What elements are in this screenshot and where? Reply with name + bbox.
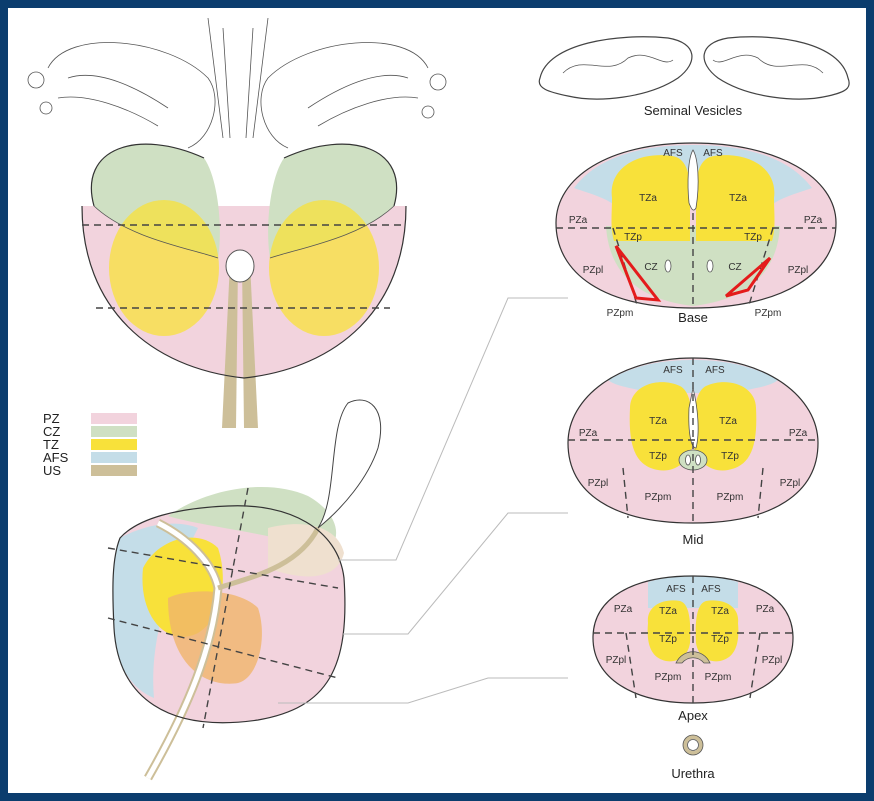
right-vessel-circle-2: [422, 106, 434, 118]
mid-duct-left: [686, 455, 691, 465]
left-seminal-vesicle-outline: [48, 43, 215, 148]
apex-label-tza-left: TZa: [659, 606, 677, 617]
leader-line-mid: [343, 513, 568, 634]
mid-label-pza-right: PZa: [789, 428, 808, 439]
urethra-ring-inner: [688, 740, 699, 751]
base-label-afs-right: AFS: [703, 148, 723, 159]
base-label-tza-right: TZa: [729, 193, 747, 204]
base-label-tzp-left: TZp: [624, 232, 642, 243]
base-label-pzpm-left: PZpm: [607, 308, 634, 319]
base-midline-cleft: [688, 150, 698, 210]
coronal-verumontanum: [226, 250, 254, 282]
apex-label-tzp-left: TZp: [659, 634, 677, 645]
mid-duct-right: [696, 455, 701, 465]
coronal-view: [28, 18, 446, 428]
apex-section: AFS AFS TZa TZa PZa PZa TZp TZp PZpl PZp…: [593, 576, 793, 723]
mid-label-tzp-right: TZp: [721, 451, 739, 462]
base-ejaculatory-duct-left: [665, 260, 671, 272]
base-label-tza-left: TZa: [639, 193, 657, 204]
right-seminal-vesicle-outline: [261, 43, 428, 148]
apex-label-pzpl-left: PZpl: [606, 655, 627, 666]
right-vessel-circle: [430, 74, 446, 90]
base-label-cz-left: CZ: [644, 262, 657, 273]
apex-label-pza-left: PZa: [614, 604, 633, 615]
base-label-afs-left: AFS: [663, 148, 683, 159]
legend-swatch-us: [91, 465, 137, 476]
mid-label-pzpm-left: PZpm: [645, 492, 672, 503]
apex-label-pza-right: PZa: [756, 604, 775, 615]
base-label-pzpl-left: PZpl: [583, 265, 604, 276]
left-vessel-circle-2: [40, 102, 52, 114]
base-label-pza-left: PZa: [569, 215, 588, 226]
base-label-pza-right: PZa: [804, 215, 823, 226]
mid-label-afs-right: AFS: [705, 365, 725, 376]
apex-label-pzpl-right: PZpl: [762, 655, 783, 666]
mid-label-pzpm-right: PZpm: [717, 492, 744, 503]
legend-swatch-afs: [91, 452, 137, 463]
urethra-caption: Urethra: [671, 766, 715, 781]
legend-swatch-pz: [91, 413, 137, 424]
base-caption: Base: [678, 310, 708, 325]
base-label-pzpm-right: PZpm: [755, 308, 782, 319]
ejaculatory-ducts-outline: [208, 18, 268, 138]
legend-label-us: US: [43, 463, 61, 478]
sagittal-seminal-vesicle: [318, 400, 381, 528]
urethra-icon-group: Urethra: [671, 735, 715, 781]
base-section: AFS AFS TZa TZa PZa PZa TZp TZp CZ CZ PZ…: [556, 143, 836, 325]
mid-label-tzp-left: TZp: [649, 451, 667, 462]
legend-swatch-tz: [91, 439, 137, 450]
right-seminal-vesicle: [704, 37, 849, 99]
mid-section: AFS AFS TZa TZa PZa PZa TZp TZp PZpl PZp…: [568, 358, 818, 547]
legend-swatch-cz: [91, 426, 137, 437]
left-vas-deferens: [58, 75, 168, 126]
base-label-tzp-right: TZp: [744, 232, 762, 243]
left-seminal-vesicle: [539, 37, 692, 99]
mid-label-tza-right: TZa: [719, 416, 737, 427]
base-label-cz-right: CZ: [728, 262, 741, 273]
apex-label-pzpm-left: PZpm: [655, 672, 682, 683]
left-vessel-circle: [28, 72, 44, 88]
mid-label-tza-left: TZa: [649, 416, 667, 427]
base-label-pzpl-right: PZpl: [788, 265, 809, 276]
mid-caption: Mid: [683, 532, 704, 547]
right-vas-deferens: [308, 75, 418, 126]
apex-caption: Apex: [678, 708, 708, 723]
mid-label-afs-left: AFS: [663, 365, 683, 376]
sagittal-view: [108, 298, 568, 778]
coronal-tz-right: [269, 200, 379, 336]
seminal-vesicles-section: Seminal Vesicles: [539, 37, 849, 118]
apex-label-tza-right: TZa: [711, 606, 729, 617]
base-ejaculatory-duct-right: [707, 260, 713, 272]
seminal-vesicles-caption: Seminal Vesicles: [644, 103, 743, 118]
apex-label-tzp-right: TZp: [711, 634, 729, 645]
mid-label-pzpl-right: PZpl: [780, 478, 801, 489]
diagram-frame: PZCZTZAFSUS Seminal Vesicles: [8, 8, 866, 793]
prostate-zone-diagram: PZCZTZAFSUS Seminal Vesicles: [8, 8, 866, 793]
apex-label-afs-left: AFS: [666, 584, 686, 595]
apex-label-pzpm-right: PZpm: [705, 672, 732, 683]
mid-label-pzpl-left: PZpl: [588, 478, 609, 489]
mid-label-pza-left: PZa: [579, 428, 598, 439]
apex-label-afs-right: AFS: [701, 584, 721, 595]
coronal-tz-left: [109, 200, 219, 336]
